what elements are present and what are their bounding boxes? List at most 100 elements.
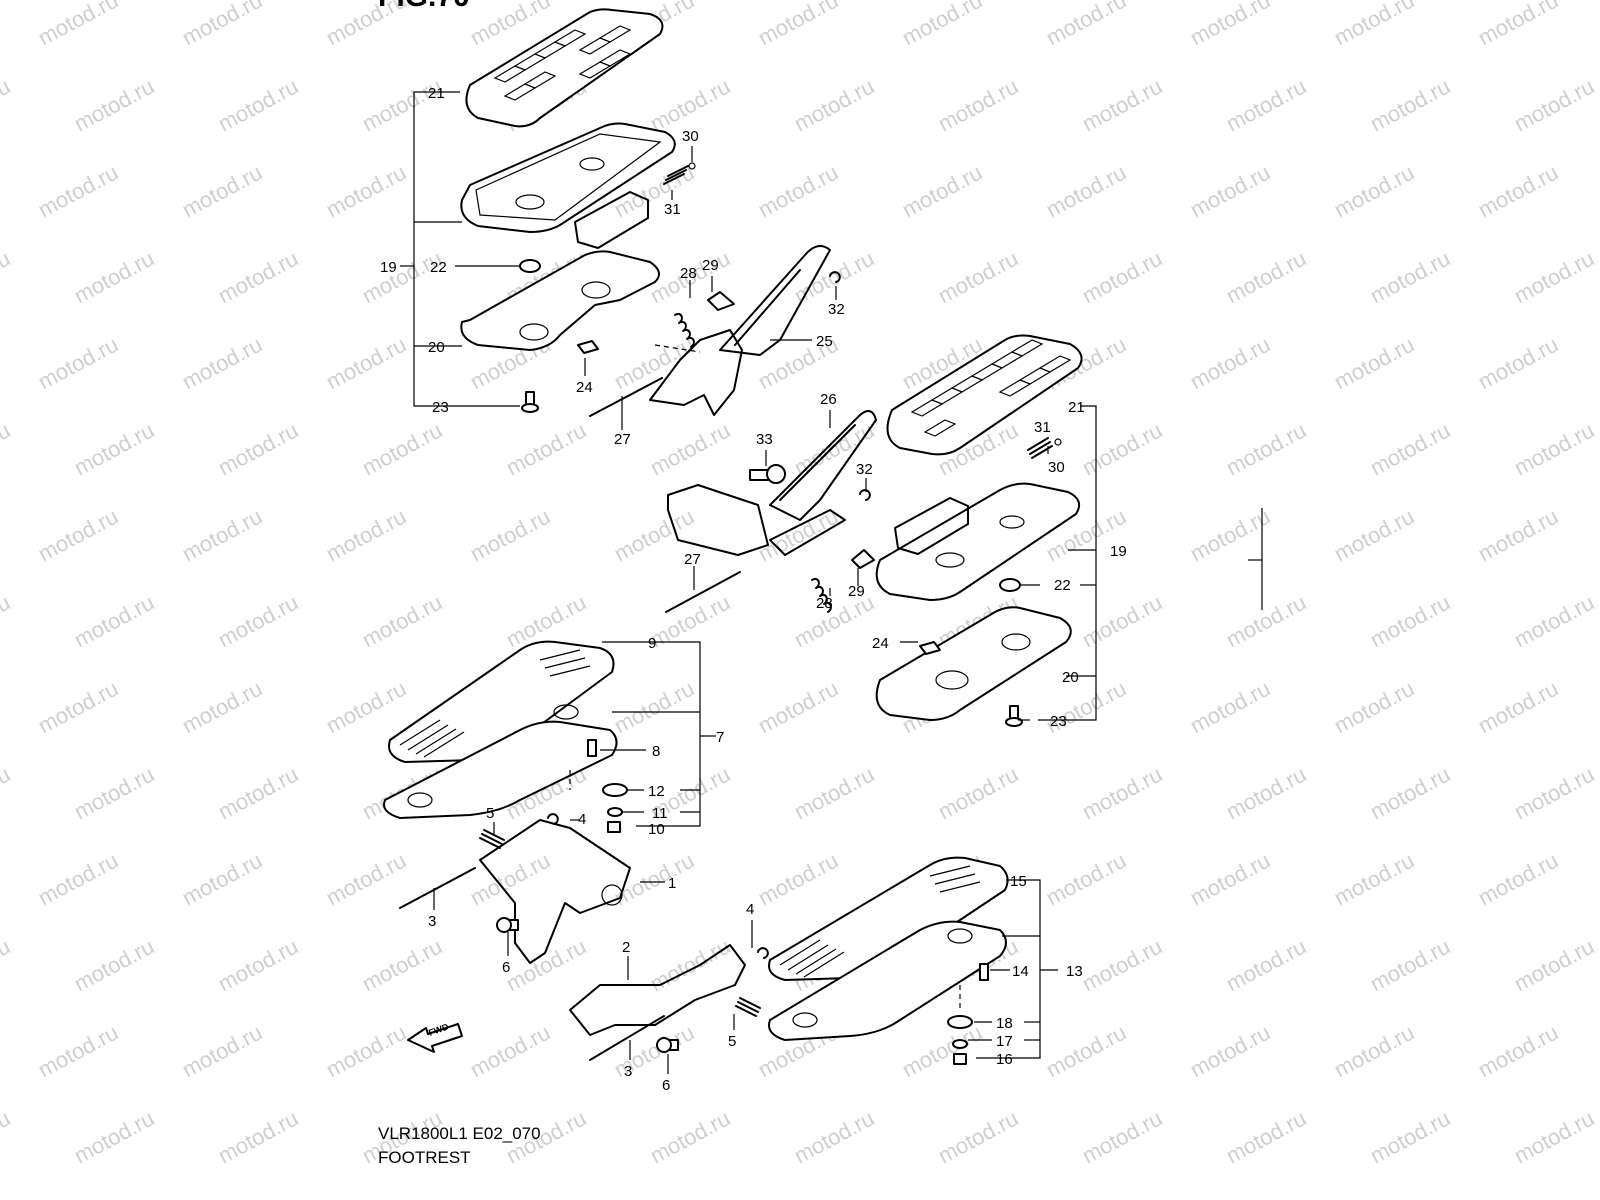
spring-5-right bbox=[735, 997, 761, 1017]
watermark-text: motod.ru bbox=[214, 74, 302, 137]
callout-1: 1 bbox=[668, 875, 676, 892]
watermark-text: motod.ru bbox=[0, 1106, 14, 1169]
watermark-text: motod.ru bbox=[1186, 676, 1274, 739]
clip-24-right bbox=[919, 641, 941, 655]
clip-4-right bbox=[757, 947, 769, 959]
watermark-text: motod.ru bbox=[1186, 1192, 1274, 1200]
callout-15: 15 bbox=[1010, 873, 1027, 890]
watermark-text: motod.ru bbox=[1042, 0, 1130, 50]
watermark-text: motod.ru bbox=[502, 418, 590, 481]
watermark-text: motod.ru bbox=[1330, 0, 1418, 50]
callout-24-right: 24 bbox=[872, 635, 889, 652]
watermark-text: motod.ru bbox=[1078, 418, 1166, 481]
footrest-rubber-15 bbox=[768, 856, 1009, 981]
bolt-6-right bbox=[656, 1037, 679, 1053]
watermark-text: motod.ru bbox=[1474, 504, 1562, 567]
model-code: VLR1800L1 E02_070 bbox=[378, 1124, 541, 1143]
watermark-text: motod.ru bbox=[70, 246, 158, 309]
watermark-text: motod.ru bbox=[0, 590, 14, 653]
footboard-plate-19-right bbox=[875, 482, 1081, 601]
watermark-text: motod.ru bbox=[898, 1192, 986, 1200]
pin-3 bbox=[399, 867, 476, 909]
watermark-text: motod.ru bbox=[1222, 418, 1310, 481]
watermark-text: motod.ru bbox=[790, 1106, 878, 1169]
footboard-arm-25 bbox=[719, 245, 831, 356]
callout-31-left: 31 bbox=[664, 201, 681, 218]
watermark-text: motod.ru bbox=[466, 1192, 554, 1200]
bracket-body bbox=[649, 329, 743, 416]
watermark-text: motod.ru bbox=[214, 934, 302, 997]
watermark-text: motod.ru bbox=[0, 762, 14, 825]
watermark-text: motod.ru bbox=[0, 74, 14, 137]
callout-31-right: 31 bbox=[1034, 419, 1051, 436]
watermark-text: motod.ru bbox=[754, 0, 842, 50]
watermark-text: motod.ru bbox=[1042, 1192, 1130, 1200]
callout-2: 2 bbox=[622, 939, 630, 956]
stopper-29-right bbox=[851, 549, 875, 569]
callout-numbers: 21 30 31 19 22 28 29 32 25 20 24 23 27 2… bbox=[380, 85, 1127, 1094]
watermark-text: motod.ru bbox=[646, 1106, 734, 1169]
watermark-text: motod.ru bbox=[0, 418, 14, 481]
washer-17 bbox=[952, 1039, 968, 1049]
callout-18: 18 bbox=[996, 1015, 1013, 1032]
watermark-text: motod.ru bbox=[754, 676, 842, 739]
callout-12: 12 bbox=[648, 783, 665, 800]
watermark-text: motod.ru bbox=[1078, 74, 1166, 137]
watermark-text: motod.ru bbox=[1042, 1020, 1130, 1083]
callout-19-left: 19 bbox=[380, 259, 397, 276]
watermark-text: motod.ru bbox=[178, 0, 266, 50]
watermark-text: motod.ru bbox=[898, 160, 986, 223]
clip-24 bbox=[577, 340, 599, 354]
callout-25: 25 bbox=[816, 333, 833, 350]
watermark-text: motod.ru bbox=[1474, 676, 1562, 739]
watermark-text: motod.ru bbox=[1078, 246, 1166, 309]
watermark-text: motod.ru bbox=[1366, 762, 1454, 825]
watermark-text: motod.ru bbox=[1510, 590, 1598, 653]
watermark-text: motod.ru bbox=[898, 0, 986, 50]
watermark-text: motod.ru bbox=[754, 160, 842, 223]
right-bracket-assembly bbox=[665, 410, 877, 613]
footboard-base-20 bbox=[460, 250, 660, 351]
watermark-text: motod.ru bbox=[1078, 934, 1166, 997]
callout-4-right: 4 bbox=[746, 901, 754, 918]
callout-27-left: 27 bbox=[614, 431, 631, 448]
callout-4-left: 4 bbox=[578, 811, 586, 828]
watermark-text: motod.ru bbox=[1222, 74, 1310, 137]
watermark-text: motod.ru bbox=[358, 934, 446, 997]
callout-32-left: 32 bbox=[828, 301, 845, 318]
watermark-text: motod.ru bbox=[358, 418, 446, 481]
callout-5-left: 5 bbox=[486, 805, 494, 822]
footrest-rubber-9 bbox=[388, 640, 615, 763]
callout-33: 33 bbox=[756, 431, 773, 448]
watermark-text: motod.ru bbox=[214, 1106, 302, 1169]
watermark-text: motod.ru bbox=[790, 74, 878, 137]
watermark-text: motod.ru bbox=[1366, 934, 1454, 997]
watermark-text: motod.ru bbox=[358, 246, 446, 309]
callout-29-right: 29 bbox=[848, 583, 865, 600]
callout-30-left: 30 bbox=[682, 128, 699, 145]
watermark-text: motod.ru bbox=[1510, 246, 1598, 309]
callout-28-right: 28 bbox=[816, 595, 833, 612]
watermark-text: motod.ru bbox=[1474, 848, 1562, 911]
watermark-text: motod.ru bbox=[1330, 1192, 1418, 1200]
watermark-text: motod.ru bbox=[1078, 1106, 1166, 1169]
nut-10 bbox=[607, 821, 621, 833]
callout-28-left: 28 bbox=[680, 265, 697, 282]
watermark-text: motod.ru bbox=[934, 74, 1022, 137]
watermark-text: motod.ru bbox=[34, 1192, 122, 1200]
footrest-bracket-2 bbox=[569, 944, 746, 1036]
callout-20-left: 20 bbox=[428, 339, 445, 356]
callout-20-right: 20 bbox=[1062, 669, 1079, 686]
clip-32 bbox=[829, 271, 841, 283]
callout-13: 13 bbox=[1066, 963, 1083, 980]
watermark-text: motod.ru bbox=[358, 74, 446, 137]
watermark-text: motod.ru bbox=[1510, 1106, 1598, 1169]
watermark-text: motod.ru bbox=[1330, 332, 1418, 395]
watermark-text: motod.ru bbox=[358, 590, 446, 653]
watermark-text: motod.ru bbox=[646, 934, 734, 997]
watermark-text: motod.ru bbox=[322, 848, 410, 911]
watermark-text: motod.ru bbox=[1222, 762, 1310, 825]
watermark-text: motod.ru bbox=[322, 676, 410, 739]
callout-21-left: 21 bbox=[428, 85, 445, 102]
